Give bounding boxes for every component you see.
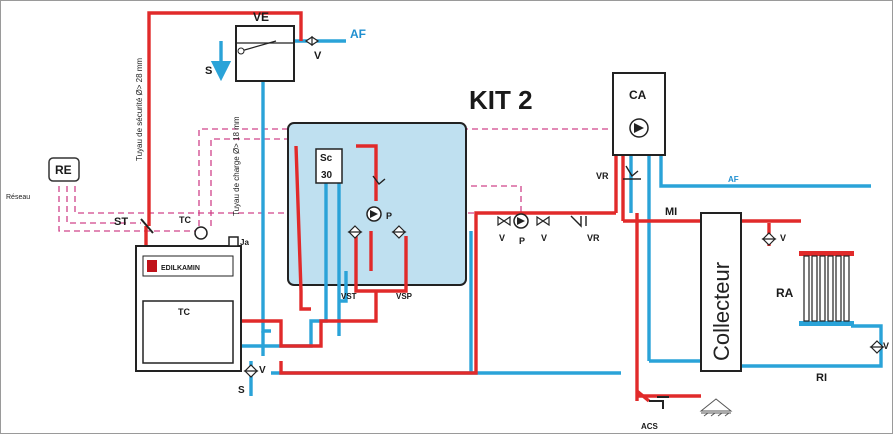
label-tc-valve: TC [179, 215, 191, 225]
label-acs: ACS [641, 422, 659, 431]
label-ca: CA [629, 88, 647, 102]
re-box [48, 157, 80, 182]
check-valve-vr-upper-icon [623, 165, 641, 180]
tc-valve-icon [194, 226, 208, 240]
cold-pipes [199, 39, 883, 396]
label-kit: KIT 2 [469, 85, 533, 115]
ground-icon [699, 398, 733, 417]
label-ve: VE [253, 10, 269, 24]
valve-v-ra-top-icon [761, 232, 777, 246]
valve-vsp-icon [391, 225, 407, 239]
expansion-tank [235, 25, 295, 82]
label-vr-lower: VR [587, 233, 600, 243]
label-ra: RA [776, 286, 794, 300]
valve-v-ra-bottom-icon [869, 340, 885, 354]
circuit-pump-icon [513, 213, 529, 229]
label-brand: EDILKAMIN [161, 265, 200, 272]
label-p-kit: P [386, 211, 392, 221]
label-sc-num: 30 [321, 170, 333, 181]
label-s-bottom: S [238, 385, 245, 396]
label-mi: MI [665, 206, 677, 218]
label-v-bottom: V [259, 365, 266, 376]
label-ri: RI [816, 372, 827, 384]
st-valve-icon [140, 218, 154, 234]
label-re: RE [55, 163, 72, 177]
ja-probe-icon [228, 236, 239, 247]
label-sc: Sc [320, 153, 333, 164]
label-reseau: Réseau [6, 194, 30, 201]
boiler [135, 236, 242, 372]
label-vsp: VSP [396, 292, 413, 301]
label-af-right: AF [728, 175, 739, 184]
check-valve-kit-icon [372, 175, 386, 186]
kit-pump-icon [366, 206, 382, 222]
label-v-top: V [314, 50, 322, 62]
valve-v-pump-left-icon [497, 215, 511, 227]
label-vr-upper: VR [596, 171, 609, 181]
label-v-pump-left: V [499, 233, 505, 243]
label-vst: VST [341, 292, 357, 301]
valve-v-top-icon [304, 35, 320, 47]
label-af-top: AF [350, 27, 366, 41]
label-p-pump: P [519, 236, 525, 246]
label-v-pump-right: V [541, 233, 547, 243]
acs-tap-icon [649, 396, 669, 409]
label-s-top: S [205, 65, 212, 77]
check-valve-vr-lower-icon [570, 215, 587, 228]
label-tc-boiler: TC [178, 307, 190, 317]
sc30-exchanger [315, 148, 343, 184]
label-st: ST [114, 216, 128, 228]
label-pipe-security: Tuyau de sécurité Ø> 28 mm [135, 58, 144, 161]
valve-vst-icon [347, 225, 363, 239]
valve-v-bottom-icon [243, 364, 259, 378]
radiator [799, 251, 854, 326]
collecteur-box [700, 212, 742, 372]
valve-v-pump-right-icon [536, 215, 550, 227]
brand-logo-icon [147, 260, 157, 272]
label-v-ra-top: V [780, 233, 786, 243]
ca-boiler [612, 72, 666, 156]
label-ja: Ja [240, 238, 249, 247]
label-collecteur: Collecteur [709, 262, 734, 361]
label-pipe-charge: Tuyau de charge Ø> 18 mm [232, 116, 241, 216]
label-v-ra-bottom: V [883, 341, 889, 351]
